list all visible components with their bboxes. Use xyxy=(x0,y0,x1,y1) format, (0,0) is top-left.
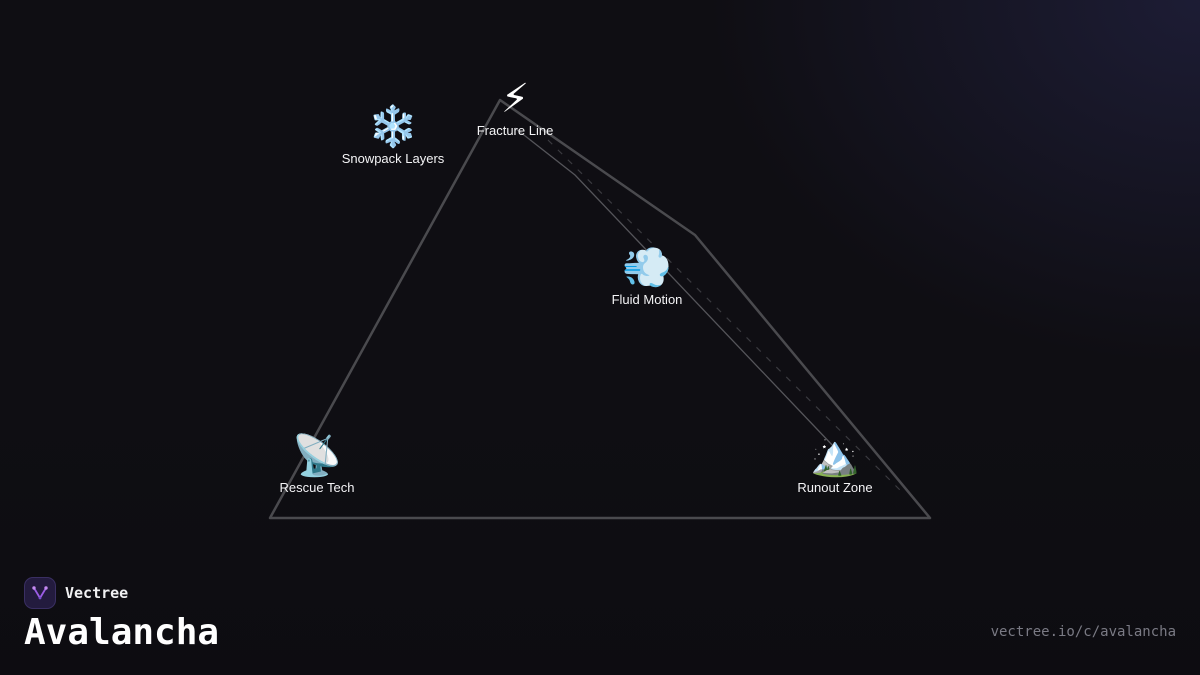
snow-mountain-icon: 🏔️ xyxy=(810,433,860,479)
brand[interactable]: Vectree xyxy=(24,577,128,609)
node-label: Rescue Tech xyxy=(279,480,355,495)
lightning-icon: ⚡ xyxy=(500,76,530,122)
brand-name: Vectree xyxy=(65,584,129,602)
node-snowpack-layers[interactable]: ❄️ Snowpack Layers xyxy=(342,104,445,167)
mountain-outline xyxy=(268,98,932,520)
page-url[interactable]: vectree.io/c/avalancha xyxy=(990,624,1176,640)
node-label: Snowpack Layers xyxy=(341,151,445,166)
connector-fracture-fluid-runout xyxy=(514,127,836,449)
page-title: Avalancha xyxy=(24,612,220,653)
vectree-logo-icon xyxy=(24,577,56,609)
node-rescue-tech[interactable]: 📡 Rescue Tech xyxy=(280,433,355,496)
node-fracture-line[interactable]: ⚡ Fracture Line xyxy=(477,76,554,139)
node-label: Fluid Motion xyxy=(611,292,683,307)
node-label: Runout Zone xyxy=(797,480,873,495)
dash-wind-icon: 💨 xyxy=(622,245,672,291)
node-runout-zone[interactable]: 🏔️ Runout Zone xyxy=(797,433,872,496)
satellite-dish-icon: 📡 xyxy=(292,433,342,479)
snowflake-icon: ❄️ xyxy=(368,104,418,150)
node-label: Fracture Line xyxy=(476,123,554,138)
node-fluid-motion[interactable]: 💨 Fluid Motion xyxy=(612,245,683,308)
